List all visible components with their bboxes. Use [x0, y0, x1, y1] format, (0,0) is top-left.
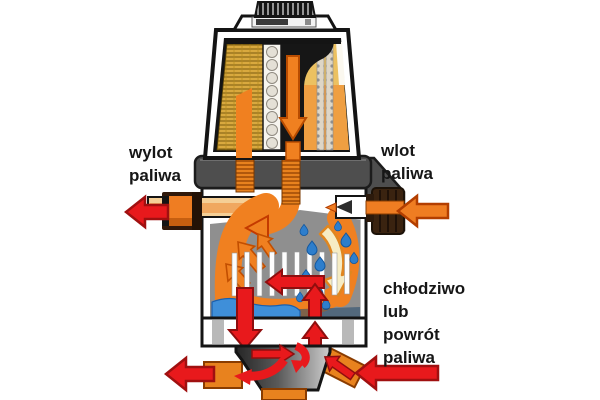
label-coolant-line2: lub [383, 302, 409, 321]
label-fuel-inlet-line1: wlot [381, 141, 415, 160]
label-coolant-line4: paliwa [383, 348, 435, 367]
red-down-arrow [226, 287, 264, 351]
fuel-outlet-arrow [123, 194, 170, 230]
cap-slot [256, 19, 288, 25]
bottom-plate [200, 316, 368, 348]
label-fuel-inlet-line2: paliwa [381, 164, 433, 183]
label-coolant-or-return: chłodziwo lub powrót paliwa [383, 277, 465, 369]
label-fuel-outlet-line2: paliwa [129, 166, 181, 185]
spring-column [262, 43, 282, 151]
filter-canister [202, 28, 362, 161]
media-riser-flow [236, 88, 252, 158]
label-fuel-outlet: wylot paliwa [129, 141, 181, 187]
tube-down-arrow [278, 55, 308, 141]
label-coolant-line1: chłodziwo [383, 279, 466, 298]
chamber-red-left-arrow [264, 268, 325, 296]
bowl-drain-tab [261, 388, 307, 400]
coolant-out-arrow [163, 355, 216, 393]
bowl-red-arrows [234, 342, 357, 385]
sediment-bowl [203, 342, 367, 400]
fuel-inlet-arrow [395, 193, 450, 229]
cooling-fins [231, 251, 350, 297]
mounting-flange [193, 149, 373, 205]
cap-ribbed-nut [253, 0, 317, 18]
label-fuel-inlet: wlot paliwa [381, 139, 433, 185]
label-coolant-line3: powrót [383, 325, 440, 344]
filter-media-right [300, 42, 349, 151]
coolant-in-arrow [353, 354, 440, 392]
flow-arrow-elbow [243, 214, 269, 242]
inlet-fitting [324, 187, 405, 235]
top-cap [231, 0, 339, 32]
label-fuel-outlet-line1: wylot [129, 143, 173, 162]
tube-outlet-port [285, 141, 301, 161]
